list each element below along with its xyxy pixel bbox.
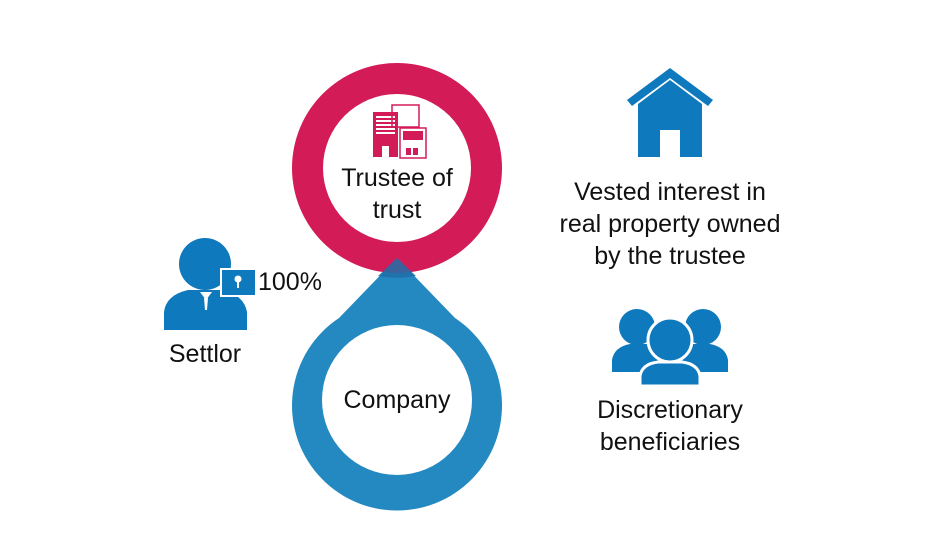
trustee-label-line2: trust	[372, 196, 422, 224]
group-icon	[612, 309, 728, 388]
company-label: Company	[343, 386, 451, 414]
property-label: Vested interest in real property owned b…	[520, 176, 820, 272]
settlor-label: Settlor	[168, 340, 242, 368]
office-building-icon	[373, 104, 427, 159]
property-label-line2: real property owned	[559, 210, 781, 238]
trustee-label-line1: Trustee of	[341, 164, 453, 192]
beneficiaries-label: Discretionary beneficiaries	[540, 394, 800, 458]
beneficiaries-label-line2: beneficiaries	[599, 428, 741, 456]
trustee-label: Trustee of trust	[317, 162, 477, 226]
person-with-key-icon	[164, 238, 257, 330]
house-icon	[627, 68, 713, 157]
beneficiaries-label-line1: Discretionary	[597, 396, 743, 424]
company-ring	[292, 258, 502, 511]
property-label-line3: by the trustee	[594, 242, 746, 270]
property-label-line1: Vested interest in	[574, 178, 766, 206]
ownership-percentage: 100%	[258, 268, 322, 296]
trustee-ring	[292, 63, 502, 278]
